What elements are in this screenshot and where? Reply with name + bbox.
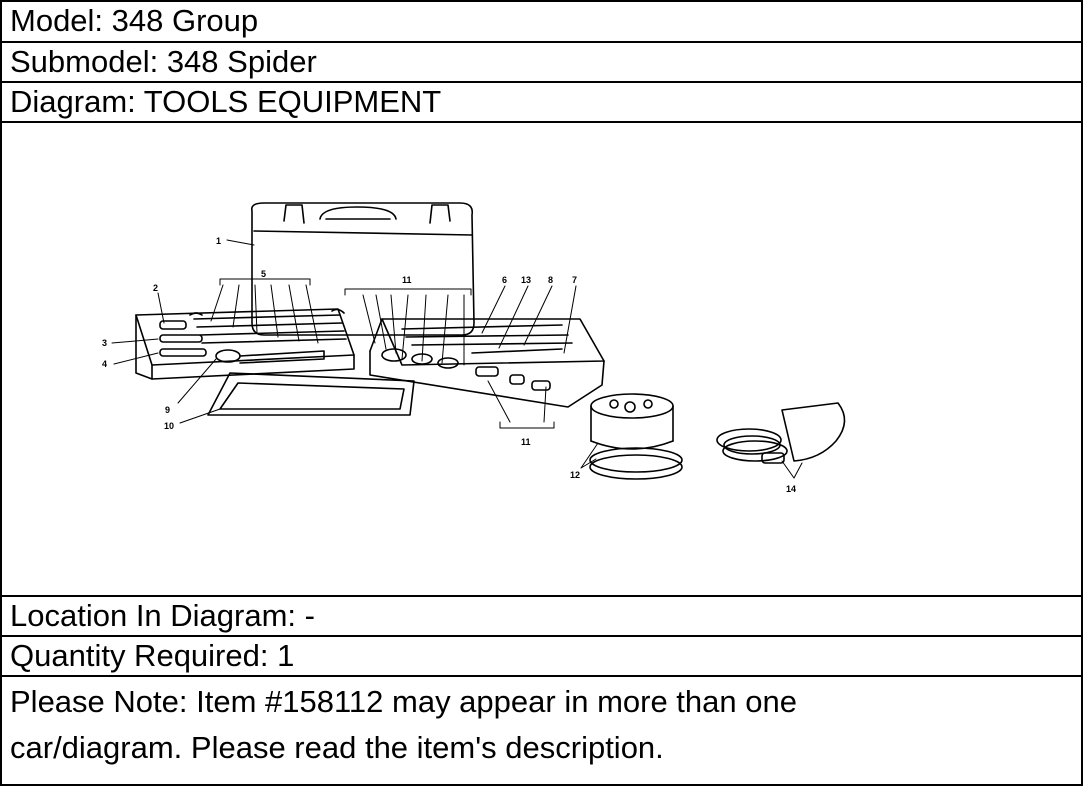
submodel-row: Submodel: 348 Spider — [2, 43, 1081, 83]
socket-tray-drawing — [369, 318, 605, 408]
callout-12: 12 — [570, 470, 580, 480]
model-row: Model: 348 Group — [2, 2, 1081, 43]
callout-6: 6 — [502, 275, 507, 285]
location-row: Location In Diagram: - — [2, 597, 1081, 637]
callout-10: 10 — [164, 421, 174, 431]
callout-9: 9 — [165, 405, 170, 415]
tools-diagram: 1 5 11 2 3 4 9 10 6 13 8 7 11 12 14 — [2, 123, 1081, 597]
callout-7: 7 — [572, 275, 577, 285]
callout-4: 4 — [102, 359, 107, 369]
inspection-lamp-drawing — [716, 402, 846, 464]
callout-13: 13 — [521, 275, 531, 285]
callout-11-bottom: 11 — [521, 437, 531, 447]
callout-14: 14 — [786, 484, 796, 494]
callout-8: 8 — [548, 275, 553, 285]
callout-3: 3 — [102, 338, 107, 348]
tool-bag-drawing — [250, 202, 475, 336]
diagram-title-row: Diagram: TOOLS EQUIPMENT — [2, 83, 1081, 123]
tools-diagram-drawing: 1 5 11 2 3 4 9 10 6 13 8 7 11 12 14 — [102, 202, 846, 494]
callout-11-top: 11 — [402, 275, 412, 285]
tool-sleeve-drawing — [207, 372, 415, 416]
note-line-1: Please Note: Item #158112 may appear in … — [10, 684, 797, 719]
callout-1: 1 — [216, 236, 221, 246]
note-line-2: car/diagram. Please read the item's desc… — [10, 730, 664, 765]
canister-drawing — [589, 393, 683, 480]
callout-5: 5 — [261, 269, 266, 279]
wrench-tray-drawing — [135, 308, 355, 380]
note-block: Please Note: Item #158112 may appear in … — [2, 677, 1081, 784]
quantity-row: Quantity Required: 1 — [2, 637, 1081, 677]
callout-2: 2 — [153, 283, 158, 293]
